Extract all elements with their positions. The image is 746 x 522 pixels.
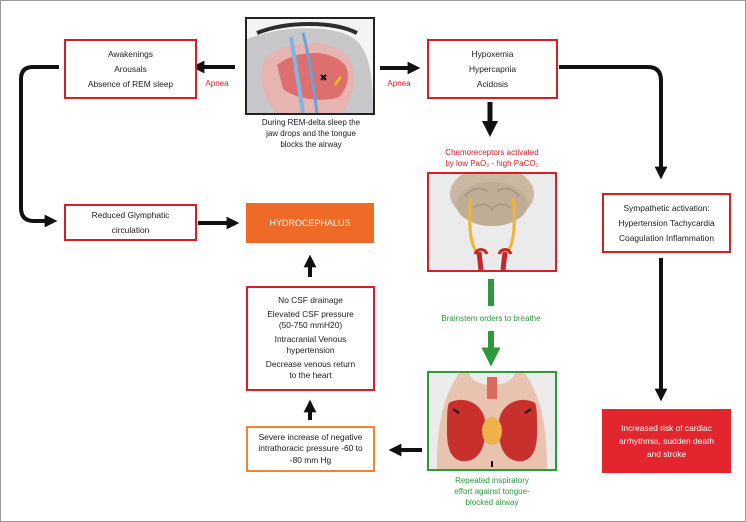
- intrathoracic-line-3: -80 mm Hg: [289, 454, 332, 465]
- intrathoracic-line-1: Severe increase of negative: [258, 431, 363, 442]
- cardiac-line-1: Increased risk of cardiac: [621, 422, 712, 433]
- csf-line-4: Intracranial Venous: [274, 333, 347, 344]
- awakenings-line-1: Awakenings: [107, 48, 153, 59]
- inspiratory-caption: Repeated inspiratory effort against tong…: [427, 475, 557, 508]
- csf-line-1: No CSF drainage: [278, 295, 343, 306]
- rem-caption-line-1: During REM-delta sleep the: [261, 118, 361, 127]
- inspiratory-line-3: blocked airway: [465, 498, 519, 507]
- sympathetic-line-3: Coagulation Inflammation: [619, 232, 714, 243]
- chemo-line-1: Chemoreceptors activated: [445, 148, 539, 157]
- chemo-line-2: by low PaO₂ - high PaCO₂: [445, 159, 539, 168]
- rem-caption-line-3: blocks the airway: [280, 140, 342, 149]
- chemoreceptors-caption: Chemoreceptors activated by low PaO₂ - h…: [425, 147, 559, 169]
- csf-line-6: Decrease venous return: [265, 358, 356, 369]
- glymphatic-line-2: circulation: [111, 224, 150, 235]
- lungs-image: [427, 371, 557, 471]
- csf-line-5: hypertension: [286, 345, 335, 356]
- hypoxemia-line-1: Hypoxemia: [471, 48, 514, 59]
- airway-image: [245, 17, 375, 115]
- hypoxemia-line-2: Hypercapnia: [468, 63, 517, 74]
- sympathetic-line-1: Sympathetic activation:: [623, 202, 710, 213]
- rem-caption-line-2: jaw drops and the tongue: [266, 129, 356, 138]
- cardiac-line-2: arrhythmia, sudden death: [619, 435, 714, 446]
- brainstem-label: Brainstem orders to breathe: [441, 314, 541, 323]
- intrathoracic-box: Severe increase of negative intrathoraci…: [246, 426, 375, 472]
- hydrocephalus-label: HYDROCEPHALUS: [269, 217, 351, 228]
- hydrocephalus-box: HYDROCEPHALUS: [246, 203, 374, 243]
- hypoxemia-line-3: Acidosis: [476, 78, 509, 89]
- arrow-hypoxemia-to-sympathetic: [559, 65, 668, 180]
- cardiac-risk-box: Increased risk of cardiac arrhythmia, su…: [602, 409, 731, 473]
- brainstem-illustration: [429, 174, 555, 270]
- apnea-label-right: Apnea: [387, 79, 411, 88]
- awakenings-box: Awakenings Arousals Absence of REM sleep: [64, 39, 197, 99]
- arrow-awakenings-to-glymphatic: [19, 65, 59, 228]
- sympathetic-box: Sympathetic activation: Hypertension Tac…: [602, 193, 731, 253]
- awakenings-line-3: Absence of REM sleep: [87, 78, 174, 89]
- rem-caption: During REM-delta sleep the jaw drops and…: [245, 117, 377, 150]
- csf-line-3: (50-750 mmH20): [278, 320, 343, 331]
- cardiac-line-3: and stroke: [646, 448, 687, 459]
- csf-line-2: Elevated CSF pressure: [267, 308, 354, 319]
- hypoxemia-box: Hypoxemia Hypercapnia Acidosis: [427, 39, 558, 99]
- brain-image: [427, 172, 557, 272]
- intrathoracic-line-2: intrathoracic pressure -60 to: [258, 443, 363, 454]
- inspiratory-line-1: Repeated inspiratory: [455, 476, 529, 485]
- lungs-illustration: [429, 373, 555, 469]
- csf-line-7: to the heart: [289, 370, 332, 381]
- csf-box: No CSF drainage Elevated CSF pressure (5…: [246, 286, 375, 391]
- glymphatic-box: Reduced Glymphatic circulation: [64, 204, 197, 241]
- inspiratory-line-2: effort against tongue-: [454, 487, 530, 496]
- sympathetic-line-2: Hypertension Tachycardia: [618, 217, 715, 228]
- awakenings-line-2: Arousals: [114, 63, 147, 74]
- glymphatic-line-1: Reduced Glymphatic: [91, 209, 170, 220]
- airway-illustration: [247, 19, 373, 113]
- apnea-label-left: Apnea: [205, 79, 229, 88]
